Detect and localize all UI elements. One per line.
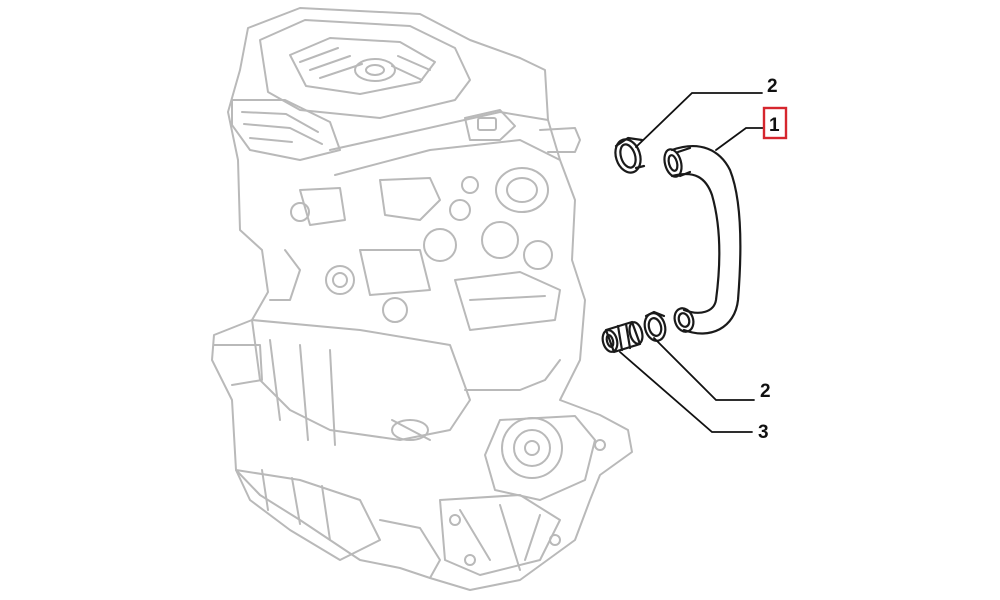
callout-highlight-box	[762, 106, 788, 140]
union-fitting-part	[601, 320, 644, 354]
hose-clamp-bottom-part	[643, 310, 667, 342]
leader-clamp-top	[635, 92, 763, 148]
parts-group	[601, 136, 742, 354]
engine-block-drawing	[211, 7, 633, 591]
leader-clamp-bottom	[653, 337, 755, 401]
callout-clamp-bottom-label: 2	[760, 381, 771, 402]
coolant-hose-part	[663, 145, 742, 335]
leader-hose	[715, 127, 764, 151]
callout-clamp-top-label: 2	[767, 76, 778, 97]
leader-lines	[619, 92, 764, 433]
leader-union	[619, 351, 753, 433]
hose-clamp-top-part	[614, 136, 646, 174]
callout-hose-label: 1	[769, 115, 780, 136]
callout-union-label: 3	[758, 422, 769, 443]
